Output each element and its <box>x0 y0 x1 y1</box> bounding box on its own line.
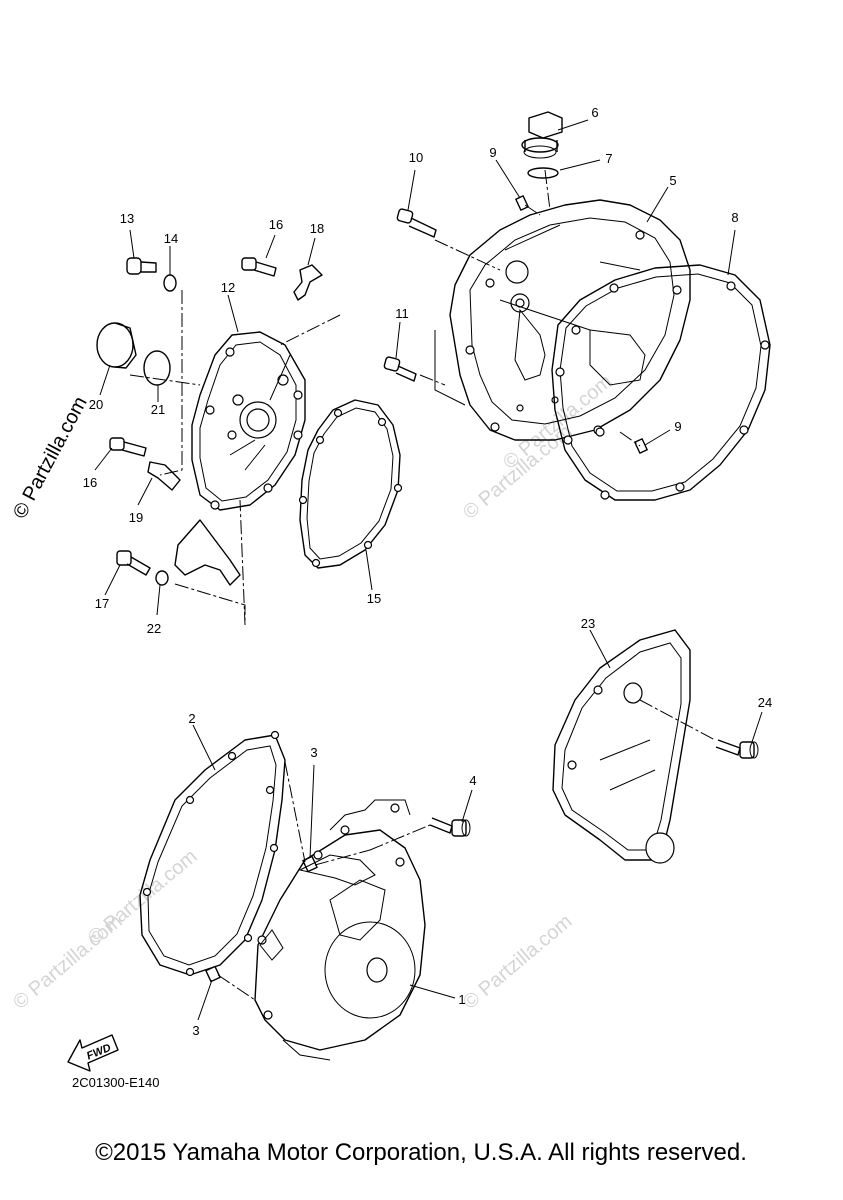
part-8-gasket <box>551 264 771 501</box>
part-14-washer <box>163 274 177 292</box>
assembly-center-lines <box>129 169 716 1001</box>
watermark-bottom-right: © Partzilla.com <box>459 910 576 1013</box>
watermark-mid: © Partzilla.com <box>459 420 576 523</box>
callout-6: 6 <box>591 105 598 120</box>
callout-1: 1 <box>458 992 465 1007</box>
callout-12: 12 <box>221 280 235 295</box>
part-11-bolt <box>383 356 417 382</box>
callout-8: 8 <box>731 210 738 225</box>
callout-labels: 6 7 9 10 5 8 11 9 13 14 16 18 12 20 21 1… <box>83 105 772 1038</box>
part-18-clamp <box>293 264 323 301</box>
part-23-sprocket-cover <box>552 629 691 864</box>
callout-10: 10 <box>409 150 423 165</box>
callout-13: 13 <box>120 211 134 226</box>
part-13-bolt <box>126 257 157 275</box>
guide-plate <box>174 519 241 586</box>
part-9-dowel-top <box>515 195 529 211</box>
callout-2: 2 <box>188 711 195 726</box>
callout-23: 23 <box>581 616 595 631</box>
part-3-dowel-bottom <box>205 965 221 983</box>
part-15-gasket <box>298 399 403 569</box>
watermark-lower-left: © Partzilla.com <box>84 845 201 948</box>
callout-20: 20 <box>89 397 103 412</box>
callout-4: 4 <box>469 773 476 788</box>
part-3-dowel-top <box>302 855 318 873</box>
part-4-bolt <box>429 817 471 837</box>
part-24-bolt <box>715 739 759 759</box>
callout-3-bottom: 3 <box>192 1023 199 1038</box>
copyright-notice: ©2015 Yamaha Motor Corporation, U.S.A. A… <box>95 1139 747 1166</box>
watermarks: © Partzilla.com © Partzilla.com © Partzi… <box>9 370 616 1013</box>
callout-18: 18 <box>310 221 324 236</box>
part-17-bolt <box>116 550 151 576</box>
diagram-code: 2C01300-E140 <box>72 1075 159 1090</box>
callout-9-right: 9 <box>674 419 681 434</box>
watermark-left-vertical: © Partzilla.com <box>9 393 92 522</box>
part-16-bolt-left <box>109 437 147 457</box>
part-22-washer <box>155 570 169 586</box>
part-12-generator-cover <box>191 331 306 511</box>
part-21-o-ring <box>143 350 171 386</box>
callout-11: 11 <box>395 306 409 321</box>
part-10-bolt <box>396 208 437 238</box>
part-20-plug <box>96 322 137 369</box>
callout-14: 14 <box>164 231 178 246</box>
part-19-holder <box>147 461 181 491</box>
part-9-dowel-right <box>634 438 648 454</box>
callout-16-top: 16 <box>269 217 283 232</box>
leader-lines <box>94 119 763 1021</box>
callout-5: 5 <box>669 173 676 188</box>
part-16-bolt-top <box>241 257 277 277</box>
callout-21: 21 <box>151 402 165 417</box>
callout-9-top: 9 <box>489 145 496 160</box>
callout-24: 24 <box>758 695 772 710</box>
part-1-crankcase-cover-left <box>254 799 426 1061</box>
callout-17: 17 <box>95 596 109 611</box>
callout-22: 22 <box>147 621 161 636</box>
fwd-direction-arrow: FWD <box>67 1034 119 1072</box>
part-7-o-ring <box>527 167 559 179</box>
callout-15: 15 <box>367 591 381 606</box>
part-6-oil-filler-cap <box>521 111 563 159</box>
part-2-gasket <box>139 730 286 977</box>
callout-7: 7 <box>605 151 612 166</box>
callout-3-top: 3 <box>310 745 317 760</box>
callout-19: 19 <box>129 510 143 525</box>
callout-16-left: 16 <box>83 475 97 490</box>
